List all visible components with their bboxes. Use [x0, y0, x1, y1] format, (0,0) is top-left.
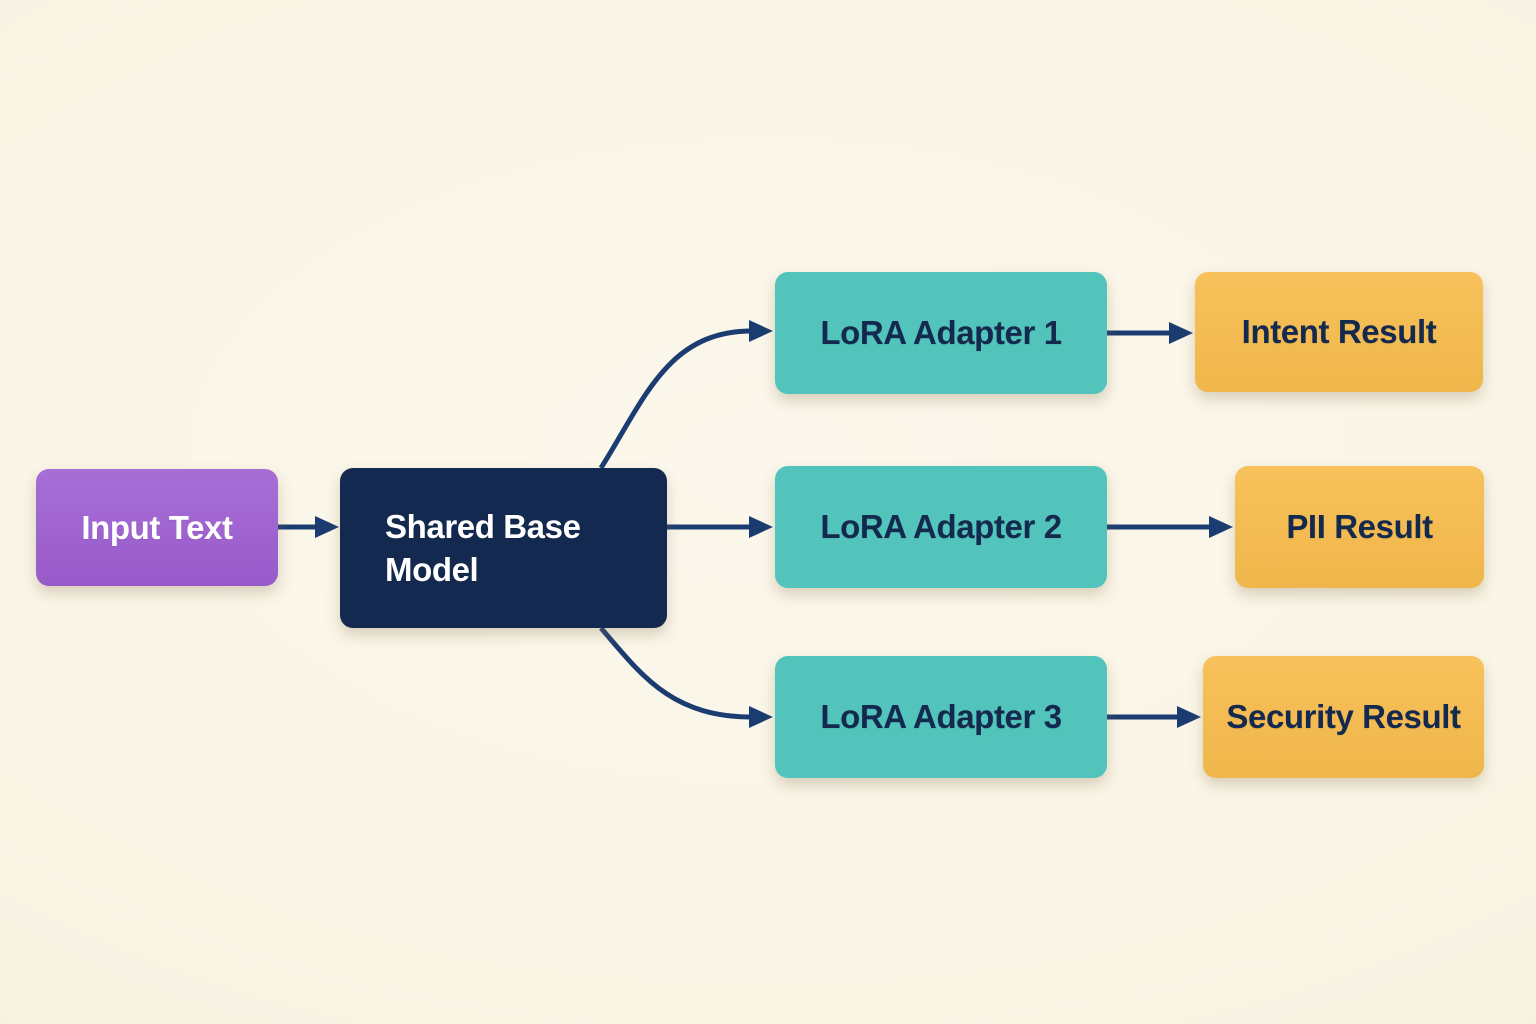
node-lora-adapter-2: LoRA Adapter 2 [775, 466, 1107, 588]
node-intent-result-label: Intent Result [1241, 313, 1437, 350]
node-intent-result: Intent Result [1195, 272, 1483, 392]
node-security-result: Security Result [1203, 656, 1484, 778]
node-lora-adapter-3-label: LoRA Adapter 3 [820, 698, 1062, 735]
edge-base-to-adapter1 [598, 320, 773, 470]
node-input-text: Input Text [36, 469, 278, 586]
node-lora-adapter-1-label: LoRA Adapter 1 [820, 314, 1062, 351]
node-shared-base-model-label: Shared Base Model [385, 508, 581, 588]
node-lora-adapter-3: LoRA Adapter 3 [775, 656, 1107, 778]
node-pii-result-label: PII Result [1286, 508, 1433, 545]
node-lora-adapter-2-label: LoRA Adapter 2 [820, 508, 1062, 545]
node-input-text-label: Input Text [81, 508, 233, 546]
edge-base-to-adapter3 [599, 626, 773, 728]
node-shared-base-model: Shared Base Model [340, 468, 667, 628]
node-security-result-label: Security Result [1226, 698, 1461, 735]
node-pii-result: PII Result [1235, 466, 1484, 588]
node-lora-adapter-1: LoRA Adapter 1 [775, 272, 1107, 394]
